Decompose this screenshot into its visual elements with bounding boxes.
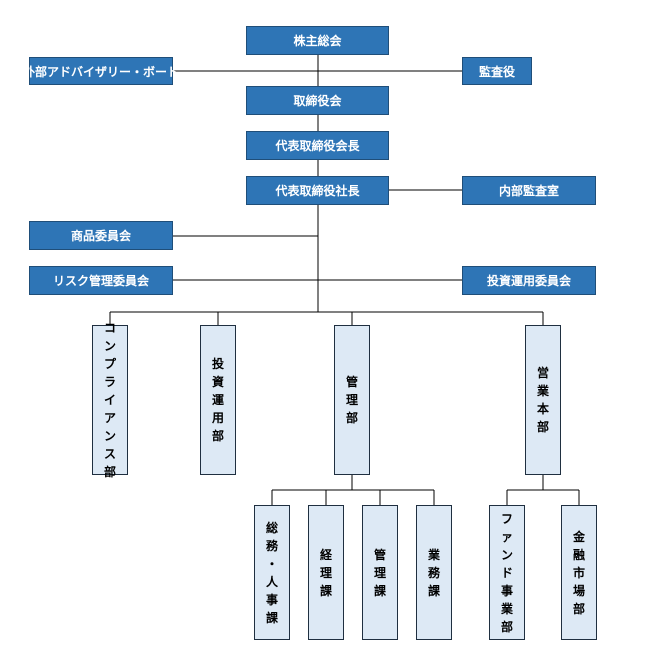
auditor-box: 監査役 [462, 57, 532, 85]
shareholders-meeting-box: 株主総会 [246, 26, 389, 55]
financial-markets-dept-box: 金融市場部 [561, 505, 597, 640]
sales-dept-box: 営業本部 [525, 325, 561, 475]
external-advisory-board-label: 外部アドバイザリー・ボード [23, 64, 180, 79]
operations-section-box: 業務課 [416, 505, 452, 640]
compliance-dept-label: コンプライアンス部 [103, 321, 116, 479]
financial-markets-dept-label: 金融市場部 [572, 529, 585, 616]
risk-committee-label: リスク管理委員会 [52, 274, 149, 288]
investment-committee-label: 投資運用委員会 [486, 274, 571, 288]
accounting-section-label: 経理課 [319, 547, 332, 598]
general-hr-section-label: 総務・人事課 [265, 520, 278, 625]
board-of-directors-label: 取締役会 [293, 94, 342, 108]
president-label: 代表取締役社長 [275, 184, 360, 198]
admin-dept-label: 管理部 [345, 375, 358, 425]
board-of-directors-box: 取締役会 [246, 86, 389, 115]
investment-dept-box: 投資運用部 [200, 325, 236, 475]
sales-dept-label: 営業本部 [536, 366, 549, 434]
product-committee-box: 商品委員会 [29, 221, 173, 250]
product-committee-label: 商品委員会 [70, 229, 131, 243]
president-box: 代表取締役社長 [246, 176, 389, 205]
internal-audit-label: 内部監査室 [498, 184, 559, 198]
accounting-section-box: 経理課 [308, 505, 344, 640]
operations-section-label: 業務課 [427, 547, 440, 598]
fund-business-dept-label: ファンド事業部 [500, 511, 513, 634]
auditor-label: 監査役 [478, 64, 515, 79]
internal-audit-box: 内部監査室 [462, 176, 596, 205]
investment-dept-label: 投資運用部 [211, 357, 224, 443]
fund-business-dept-box: ファンド事業部 [489, 505, 525, 640]
management-section-label: 管理課 [373, 547, 386, 598]
chairman-box: 代表取締役会長 [246, 131, 389, 160]
general-hr-section-box: 総務・人事課 [254, 505, 290, 640]
admin-dept-box: 管理部 [334, 325, 370, 475]
investment-committee-box: 投資運用委員会 [462, 266, 596, 295]
compliance-dept-box: コンプライアンス部 [92, 321, 128, 479]
external-advisory-board-box: 外部アドバイザリー・ボード [23, 57, 179, 85]
chairman-label: 代表取締役会長 [275, 139, 360, 153]
shareholders-meeting-label: 株主総会 [293, 34, 342, 48]
management-section-box: 管理課 [362, 505, 398, 640]
risk-committee-box: リスク管理委員会 [29, 266, 173, 295]
